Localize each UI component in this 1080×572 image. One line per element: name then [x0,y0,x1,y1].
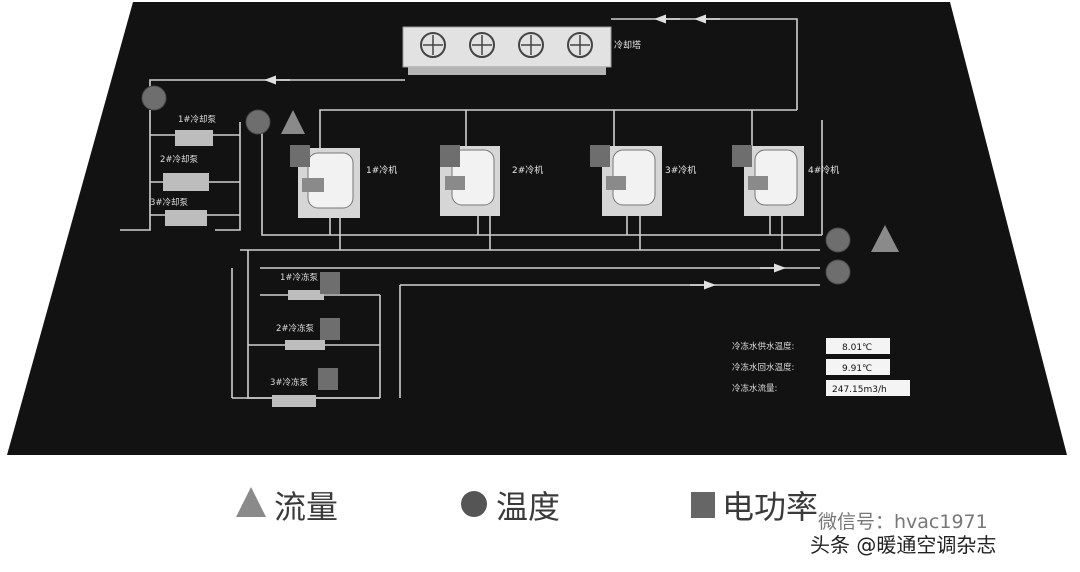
watermark: 微信号：hvac1971 头条 @暖通空调杂志 [810,511,996,557]
temperature-legend-icon [461,491,487,517]
temperature-sensor [825,259,851,285]
chilled-pump-1-label: 1#冷冻泵 [280,272,319,283]
supply-temp-value: 8.01℃ [842,343,872,353]
flow-arrows [264,14,786,290]
temperature-sensors [141,85,851,285]
power-meter [440,145,460,167]
chiller-2-label: 2#冷机 [512,164,543,176]
chiller-1-label: 1#冷机 [366,164,397,176]
power-meter [590,145,610,167]
power-meter [732,145,752,167]
flow-sensor [871,225,899,252]
flow-rate-box [826,380,910,396]
flow-rate-value: 247.15m3/h [832,385,887,395]
chilled-pump-3-label: 3#冷冻泵 [270,377,309,388]
supply-temp-label: 冷冻水供水温度: [732,341,794,352]
flow-sensors [281,110,899,252]
cooling-pump-1-label: 1#冷却泵 [178,114,217,125]
return-temp-label: 冷冻水回水温度: [732,362,794,373]
watermark-wechat: 微信号：hvac1971 [818,511,988,533]
power-meters [290,145,752,390]
diagram-panel [7,2,1067,455]
cooling-pump-2-label: 2#冷却泵 [160,154,199,165]
temperature-sensor [825,227,851,253]
chiller-3-label: 3#冷机 [665,164,696,176]
power-meter [320,272,340,294]
flow-legend-icon [236,487,266,517]
chilled-pump-group: 1#冷冻泵 2#冷冻泵 3#冷冻泵 [270,272,325,407]
legend: 流量 温度 电功率 [236,487,818,526]
flow-rate-label: 冷冻水流量: [732,383,777,394]
power-meter [320,318,340,340]
chiller-2: 2#冷机 [440,146,543,216]
chiller-1: 1#冷机 [298,148,397,218]
cooling-pump-group: 1#冷却泵 2#冷却泵 3#冷却泵 [150,114,217,226]
return-temp-box [826,359,890,375]
chiller-3: 3#冷机 [602,146,696,216]
chilled-pump-2-label: 2#冷冻泵 [276,323,315,334]
supply-temp-box [826,338,890,354]
cooling-pump-3-label: 3#冷却泵 [150,197,189,208]
cooling-tower: 冷却塔 [402,26,641,75]
temperature-sensor [141,85,167,111]
chiller-4: 4#冷机 [744,146,839,216]
power-meter [318,368,338,390]
flow-sensor [281,110,305,134]
legend-temperature-label: 温度 [496,488,560,526]
temperature-sensor [245,109,271,135]
legend-flow-label: 流量 [274,488,338,526]
cooling-tower-label: 冷却塔 [614,39,641,51]
watermark-source: 头条 @暖通空调杂志 [810,533,996,557]
chiller-4-label: 4#冷机 [808,164,839,176]
legend-power-label: 电功率 [722,488,818,526]
power-meter [290,145,310,167]
readout-panel: 冷冻水供水温度: 8.01℃ 冷冻水回水温度: 9.91℃ 冷冻水流量: 247… [732,338,910,396]
power-legend-icon [691,492,715,518]
chiller-group: 1#冷机 2#冷机 3#冷机 4#冷机 [298,146,839,218]
return-temp-value: 9.91℃ [842,364,872,374]
